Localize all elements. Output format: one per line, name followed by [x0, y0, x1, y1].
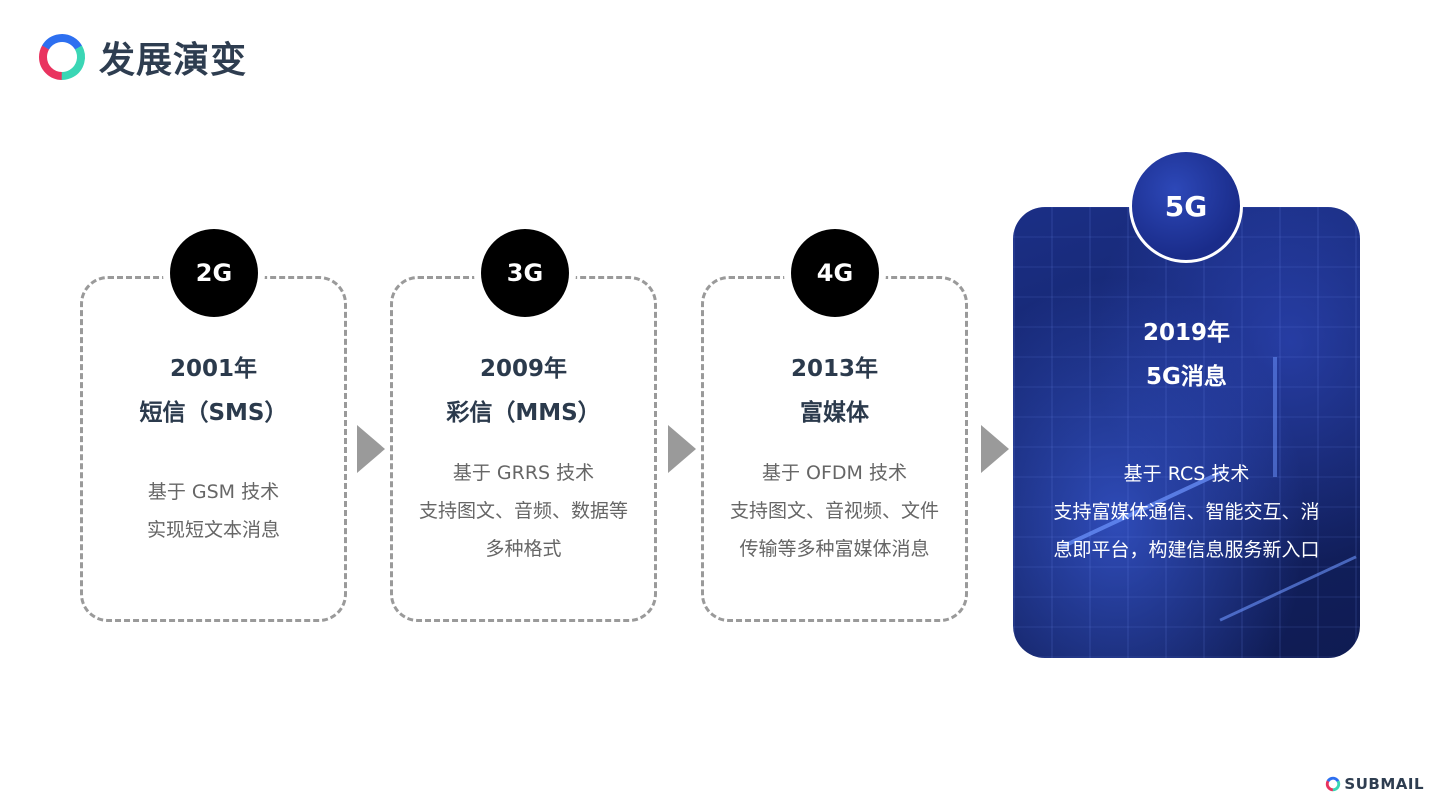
stage-desc-line: 基于 OFDM 技术: [762, 462, 907, 484]
submail-swirl-logo-icon: [1326, 776, 1341, 792]
stage-name: 短信（SMS）: [139, 400, 288, 426]
generation-badge-3g: 3G: [481, 229, 569, 317]
generation-badge-5g: 5G: [1129, 149, 1243, 263]
stage-desc-line: 基于 GRRS 技术: [452, 462, 595, 484]
stage-year: 2013年: [790, 356, 878, 382]
stage-card-5g: 2019年 5G消息 基于 RCS 技术 支持富媒体通信、智能交互、消 息即平台…: [1013, 207, 1360, 658]
circuit-glow-line: [1273, 357, 1277, 477]
stage-desc-line: 支持图文、音视频、文件: [729, 500, 939, 522]
stage-desc-line: 基于 GSM 技术: [147, 481, 280, 503]
stage-year: 2009年: [479, 356, 567, 382]
stage-desc-line: 支持图文、音频、数据等: [418, 500, 628, 522]
stage-description: 基于 GSM 技术 实现短文本消息: [87, 473, 340, 549]
submail-swirl-logo-icon: [39, 34, 86, 81]
stage-description: 基于 GRRS 技术 支持图文、音频、数据等 多种格式: [397, 454, 650, 568]
stage-description: 基于 OFDM 技术 支持图文、音视频、文件 传输等多种富媒体消息: [708, 454, 961, 568]
stage-desc-line: 支持富媒体通信、智能交互、消: [1053, 501, 1320, 523]
brand-name: SUBMAIL: [1344, 775, 1424, 793]
page-header: 发展演变: [37, 31, 247, 83]
stage-card-4g: 2013年 富媒体 基于 OFDM 技术 支持图文、音视频、文件 传输等多种富媒…: [701, 276, 968, 622]
arrow-right-icon: [981, 425, 1009, 473]
stage-desc-line: 实现短文本消息: [146, 519, 280, 541]
stage-name: 彩信（MMS）: [446, 400, 601, 426]
stage-card-2g: 2001年 短信（SMS） 基于 GSM 技术 实现短文本消息: [80, 276, 347, 622]
stage-description: 基于 RCS 技术 支持富媒体通信、智能交互、消 息即平台，构建信息服务新入口: [1019, 455, 1354, 569]
stage-name: 5G消息: [1146, 364, 1227, 390]
generation-badge-2g: 2G: [170, 229, 258, 317]
stage-desc-line: 传输等多种富媒体消息: [739, 538, 930, 560]
stage-name: 富媒体: [800, 400, 869, 426]
footer-brand: SUBMAIL: [1325, 775, 1424, 793]
stage-year: 2001年: [169, 356, 257, 382]
stage-desc-line: 息即平台，构建信息服务新入口: [1053, 539, 1320, 561]
arrow-right-icon: [357, 425, 385, 473]
page-title: 发展演变: [99, 40, 248, 81]
stage-desc-line: 基于 RCS 技术: [1123, 463, 1250, 485]
stage-year: 2019年: [1142, 320, 1230, 346]
stage-desc-line: 多种格式: [485, 538, 562, 560]
stage-card-3g: 2009年 彩信（MMS） 基于 GRRS 技术 支持图文、音频、数据等 多种格…: [390, 276, 657, 622]
arrow-right-icon: [668, 425, 696, 473]
generation-badge-4g: 4G: [791, 229, 879, 317]
